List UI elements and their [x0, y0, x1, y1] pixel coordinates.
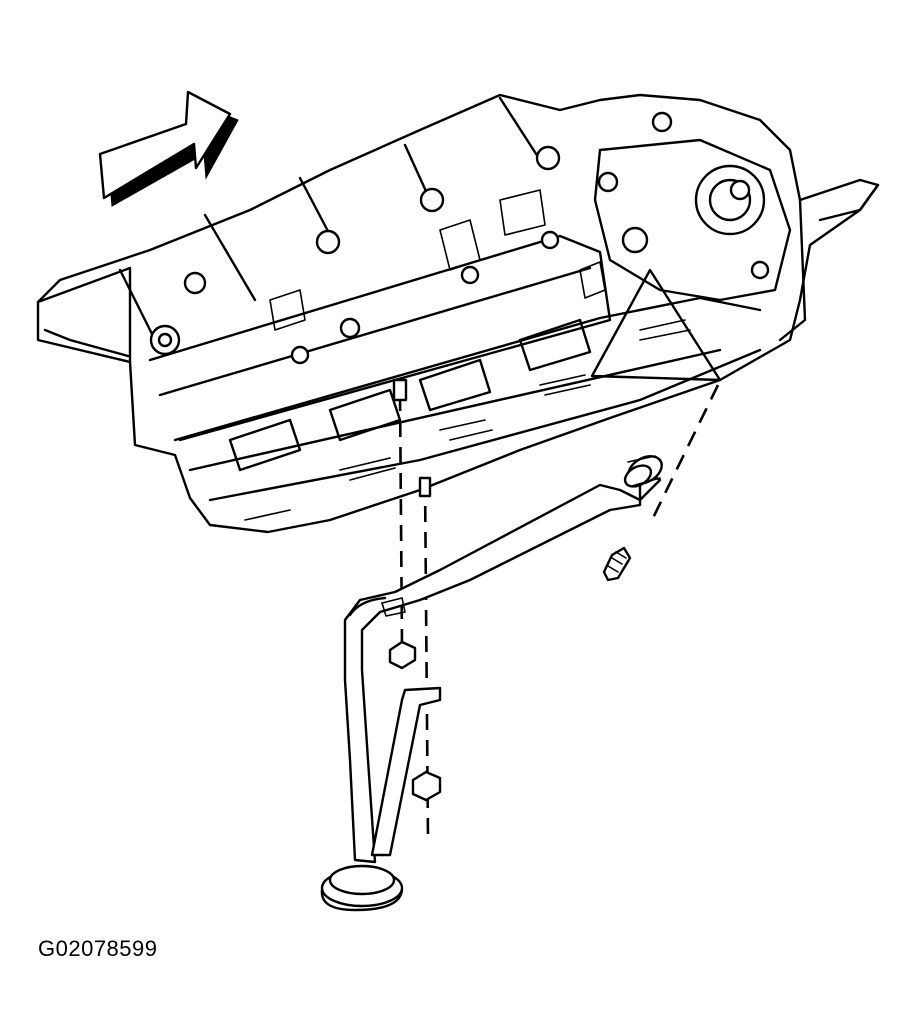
oil-pump-pickup-tube-icon [320, 466, 662, 912]
tube-stud-connection [381, 597, 406, 617]
front-direction-arrow-icon [98, 90, 239, 207]
nut-icon [388, 640, 442, 802]
bolt-icon [602, 546, 632, 582]
figure-id-label: G02078599 [38, 936, 158, 961]
stud-bolt-icon [392, 378, 432, 498]
engine-block-underside-icon [36, 93, 880, 534]
o-ring-seal-icon [623, 455, 663, 488]
